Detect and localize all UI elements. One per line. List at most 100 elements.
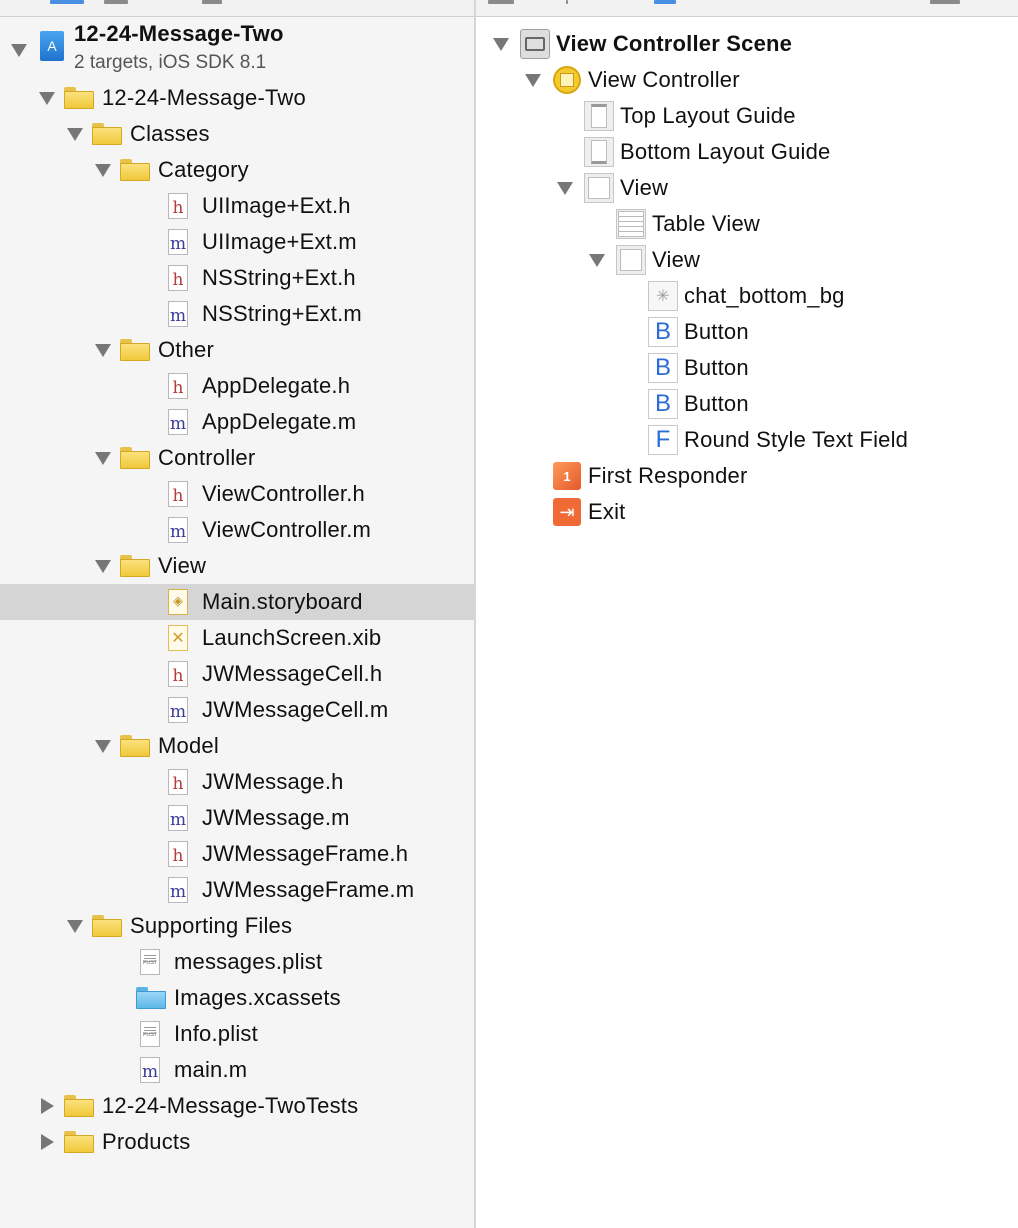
navigator-group-row[interactable]: View — [0, 548, 474, 584]
split-divider[interactable] — [474, 0, 476, 1228]
navigator-item-label: JWMessageCell.m — [202, 697, 389, 722]
folder-icon — [120, 552, 150, 580]
folder-icon — [120, 156, 150, 184]
folder-icon — [120, 732, 150, 760]
navigator-file-row[interactable]: ◈ Main.storyboard — [0, 584, 474, 620]
navigator-group-row[interactable]: Category — [0, 152, 474, 188]
navigator-file-row[interactable]: m JWMessageCell.m — [0, 692, 474, 728]
outline-row[interactable]: Table View — [476, 206, 1018, 242]
storyboard-file-icon: ◈ — [164, 588, 192, 616]
navigator-group-row[interactable]: Products — [0, 1124, 474, 1160]
outline-row[interactable]: Bottom Layout Guide — [476, 134, 1018, 170]
navigator-item-label: Main.storyboard — [202, 589, 363, 614]
navigator-toolbar — [0, 0, 474, 17]
outline-row[interactable]: View Controller Scene — [476, 26, 1018, 62]
disclosure-open-icon[interactable] — [92, 548, 114, 584]
view-controller-icon — [552, 65, 582, 95]
outline-item-label: View Controller — [588, 67, 740, 92]
outline-item-label: Button — [684, 319, 749, 344]
outline-row[interactable]: Top Layout Guide — [476, 98, 1018, 134]
asset-catalog-icon — [136, 984, 166, 1012]
navigator-file-row[interactable]: h UIImage+Ext.h — [0, 188, 474, 224]
navigator-item-label: UIImage+Ext.h — [202, 193, 351, 218]
disclosure-open-icon[interactable] — [64, 116, 86, 152]
disclosure-closed-icon[interactable] — [36, 1088, 58, 1124]
outline-row[interactable]: ✳chat_bottom_bg — [476, 278, 1018, 314]
folder-icon — [64, 1092, 94, 1120]
outline-item-label: Table View — [652, 211, 760, 236]
navigator-group-row[interactable]: Controller — [0, 440, 474, 476]
navigator-group-row[interactable]: Other — [0, 332, 474, 368]
navigator-item-label: Classes — [130, 121, 210, 146]
navigator-item-label: AppDelegate.h — [202, 373, 351, 398]
navigator-item-label: 12-24-Message-TwoTests — [102, 1093, 359, 1118]
outline-row[interactable]: ⇥Exit — [476, 494, 1018, 530]
outline-item-label: Button — [684, 391, 749, 416]
navigator-file-row[interactable]: ✕LaunchScreen.xib — [0, 620, 474, 656]
navigator-group-row[interactable]: 12-24-Message-Two — [0, 80, 474, 116]
navigator-item-label: JWMessageFrame.h — [202, 841, 409, 866]
scene-icon — [520, 29, 550, 59]
button-icon: B — [648, 317, 678, 347]
disclosure-open-icon[interactable] — [92, 440, 114, 476]
folder-icon — [120, 336, 150, 364]
navigator-group-row[interactable]: Classes — [0, 116, 474, 152]
disclosure-open-icon[interactable] — [586, 242, 608, 278]
navigator-item-label: Supporting Files — [130, 913, 293, 938]
navigator-item-label: JWMessage.h — [202, 769, 344, 794]
outline-row[interactable]: View Controller — [476, 62, 1018, 98]
outline-item-label: Bottom Layout Guide — [620, 139, 831, 164]
exit-icon: ⇥ — [552, 497, 582, 527]
navigator-item-label: AppDelegate.m — [202, 409, 357, 434]
project-root-row[interactable]: A 12-24-Message-Two 2 targets, iOS SDK 8… — [0, 20, 474, 80]
navigator-item-label: NSString+Ext.h — [202, 265, 356, 290]
navigator-file-row[interactable]: Images.xcassets — [0, 980, 474, 1016]
folder-icon — [64, 1128, 94, 1156]
header-file-icon: h — [164, 660, 192, 688]
navigator-item-label: JWMessageCell.h — [202, 661, 383, 686]
navigator-group-row[interactable]: 12-24-Message-TwoTests — [0, 1088, 474, 1124]
disclosure-closed-icon[interactable] — [36, 1124, 58, 1160]
first-responder-icon: 1 — [552, 461, 582, 491]
disclosure-open-icon[interactable] — [92, 332, 114, 368]
disclosure-open-icon[interactable] — [92, 728, 114, 764]
header-file-icon: h — [164, 192, 192, 220]
disclosure-open-icon[interactable] — [36, 80, 58, 116]
plist-file-icon: PLIST — [136, 948, 164, 976]
outline-row[interactable]: View — [476, 242, 1018, 278]
disclosure-open-icon[interactable] — [522, 62, 544, 98]
disclosure-open-icon[interactable] — [554, 170, 576, 206]
objc-source-file-icon: m — [164, 696, 192, 724]
navigator-group-row[interactable]: Model — [0, 728, 474, 764]
disclosure-open-icon[interactable] — [92, 152, 114, 188]
outline-row[interactable]: View — [476, 170, 1018, 206]
navigator-group-row[interactable]: Supporting Files — [0, 908, 474, 944]
disclosure-triangle-icon[interactable] — [8, 32, 30, 68]
navigator-file-row[interactable]: h JWMessageCell.h — [0, 656, 474, 692]
navigator-item-label: LaunchScreen.xib — [202, 625, 382, 650]
folder-icon — [92, 120, 122, 148]
disclosure-open-icon[interactable] — [64, 908, 86, 944]
disclosure-open-icon[interactable] — [490, 26, 512, 62]
table-view-icon — [616, 209, 646, 239]
image-view-icon: ✳ — [648, 281, 678, 311]
